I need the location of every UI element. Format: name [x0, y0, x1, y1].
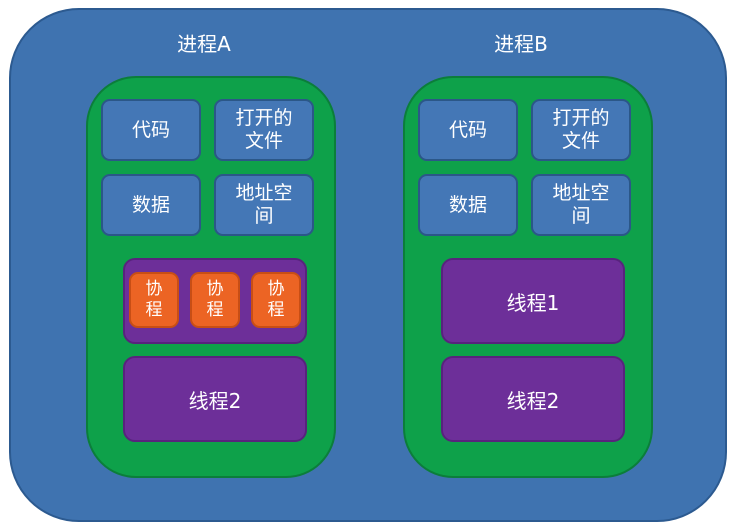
process-b-thread-2: 线程2 [441, 356, 625, 442]
coroutine-2: 协程 [190, 272, 240, 328]
coroutine-1: 协程 [129, 272, 179, 328]
process-b-title: 进程B [494, 32, 548, 56]
process-b-address-space: 地址空间 [531, 174, 631, 236]
process-a-code: 代码 [101, 99, 201, 161]
process-a-title: 进程A [177, 32, 231, 56]
process-a-open-files: 打开的文件 [214, 99, 314, 161]
process-b-data: 数据 [418, 174, 518, 236]
process-b-thread-1: 线程1 [441, 258, 625, 344]
process-a-address-space: 地址空间 [214, 174, 314, 236]
coroutine-3: 协程 [251, 272, 301, 328]
process-a-data: 数据 [101, 174, 201, 236]
process-b-open-files: 打开的文件 [531, 99, 631, 161]
process-b-code: 代码 [418, 99, 518, 161]
process-a-thread-2: 线程2 [123, 356, 307, 442]
